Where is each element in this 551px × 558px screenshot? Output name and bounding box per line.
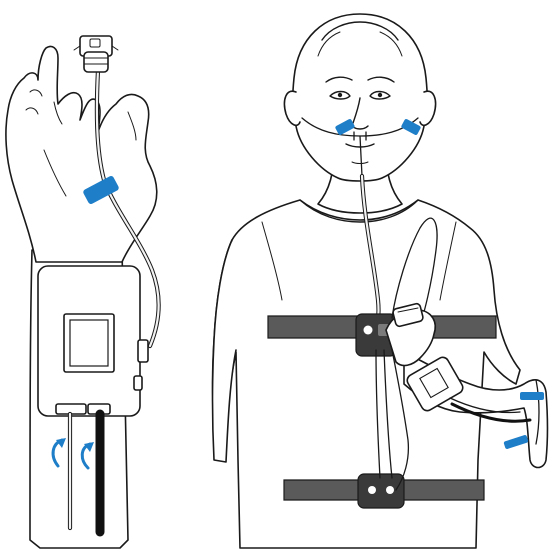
left-arm (213, 240, 237, 462)
finger-pulse-oximeter-icon (74, 36, 118, 72)
tape-strip-icon (520, 392, 544, 400)
wrist-recorder-icon (38, 266, 148, 416)
tape-strip-icon (503, 434, 528, 449)
hand-wrist-panel (6, 36, 159, 548)
patient-torso-panel (213, 14, 548, 548)
left-pupil (338, 93, 342, 97)
hand (6, 46, 157, 262)
right-pupil (378, 93, 382, 97)
